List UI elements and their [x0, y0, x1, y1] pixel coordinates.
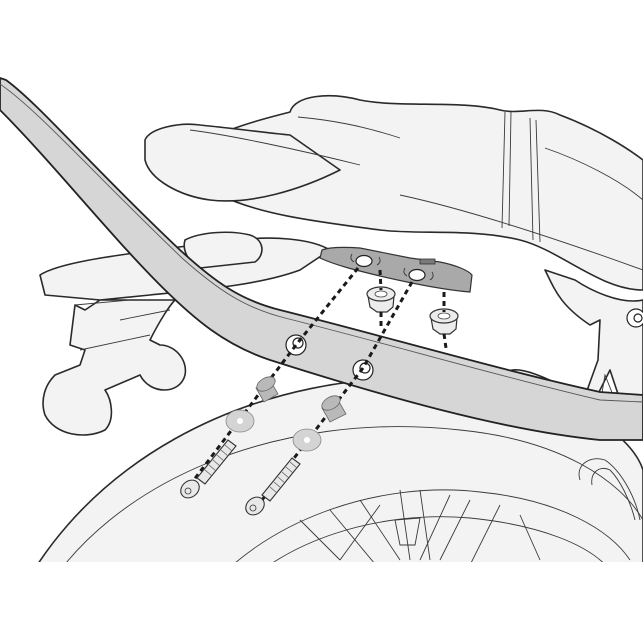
washer-2: [292, 428, 322, 452]
seat: [144, 95, 643, 291]
mount-plate: [319, 246, 473, 293]
assembly-guide-lines: [188, 267, 448, 501]
rack-arm: [0, 77, 643, 441]
bolt-2: [245, 457, 301, 516]
spacer-1: [255, 376, 279, 403]
flange-nut-1: [366, 286, 396, 313]
spacer-2: [321, 395, 347, 423]
tail-light: [39, 231, 331, 436]
flange-nut-2: [429, 308, 459, 335]
washer-1: [225, 409, 255, 433]
bolt-1: [180, 439, 237, 499]
